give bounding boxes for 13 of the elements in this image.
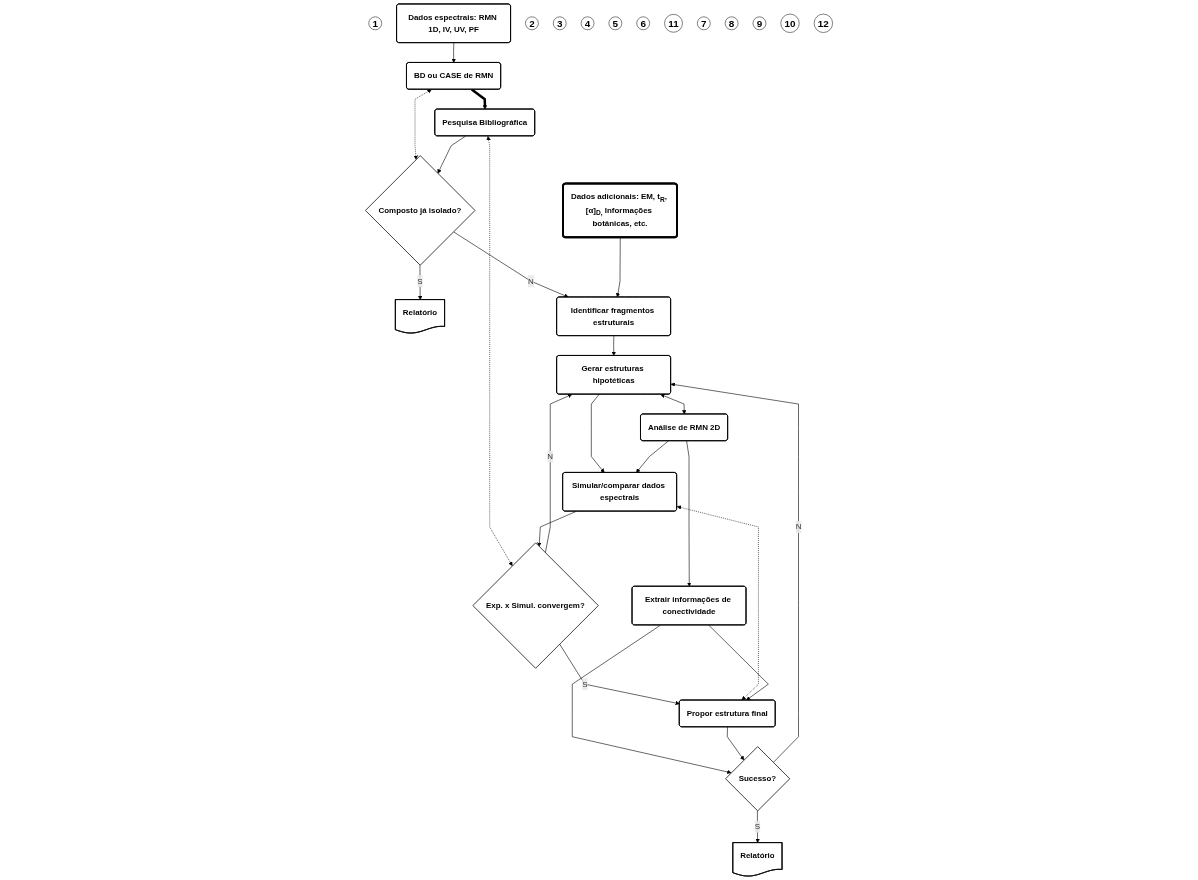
node-circle: 7 <box>697 16 711 30</box>
node-circle: 12 <box>813 13 833 33</box>
node-circle: 9 <box>752 16 767 30</box>
node-circle: 5 <box>608 16 623 30</box>
node-circle: 10 <box>780 13 800 33</box>
node-circle: 3 <box>553 16 567 30</box>
node-circle: 4 <box>580 16 595 30</box>
node-circle: 2 <box>525 16 539 30</box>
arrow <box>471 88 488 110</box>
node-circle: 8 <box>724 16 739 30</box>
node-circle: 6 <box>636 16 650 30</box>
node-circle: 1 <box>368 16 382 30</box>
node-circle: 11 <box>664 14 683 33</box>
